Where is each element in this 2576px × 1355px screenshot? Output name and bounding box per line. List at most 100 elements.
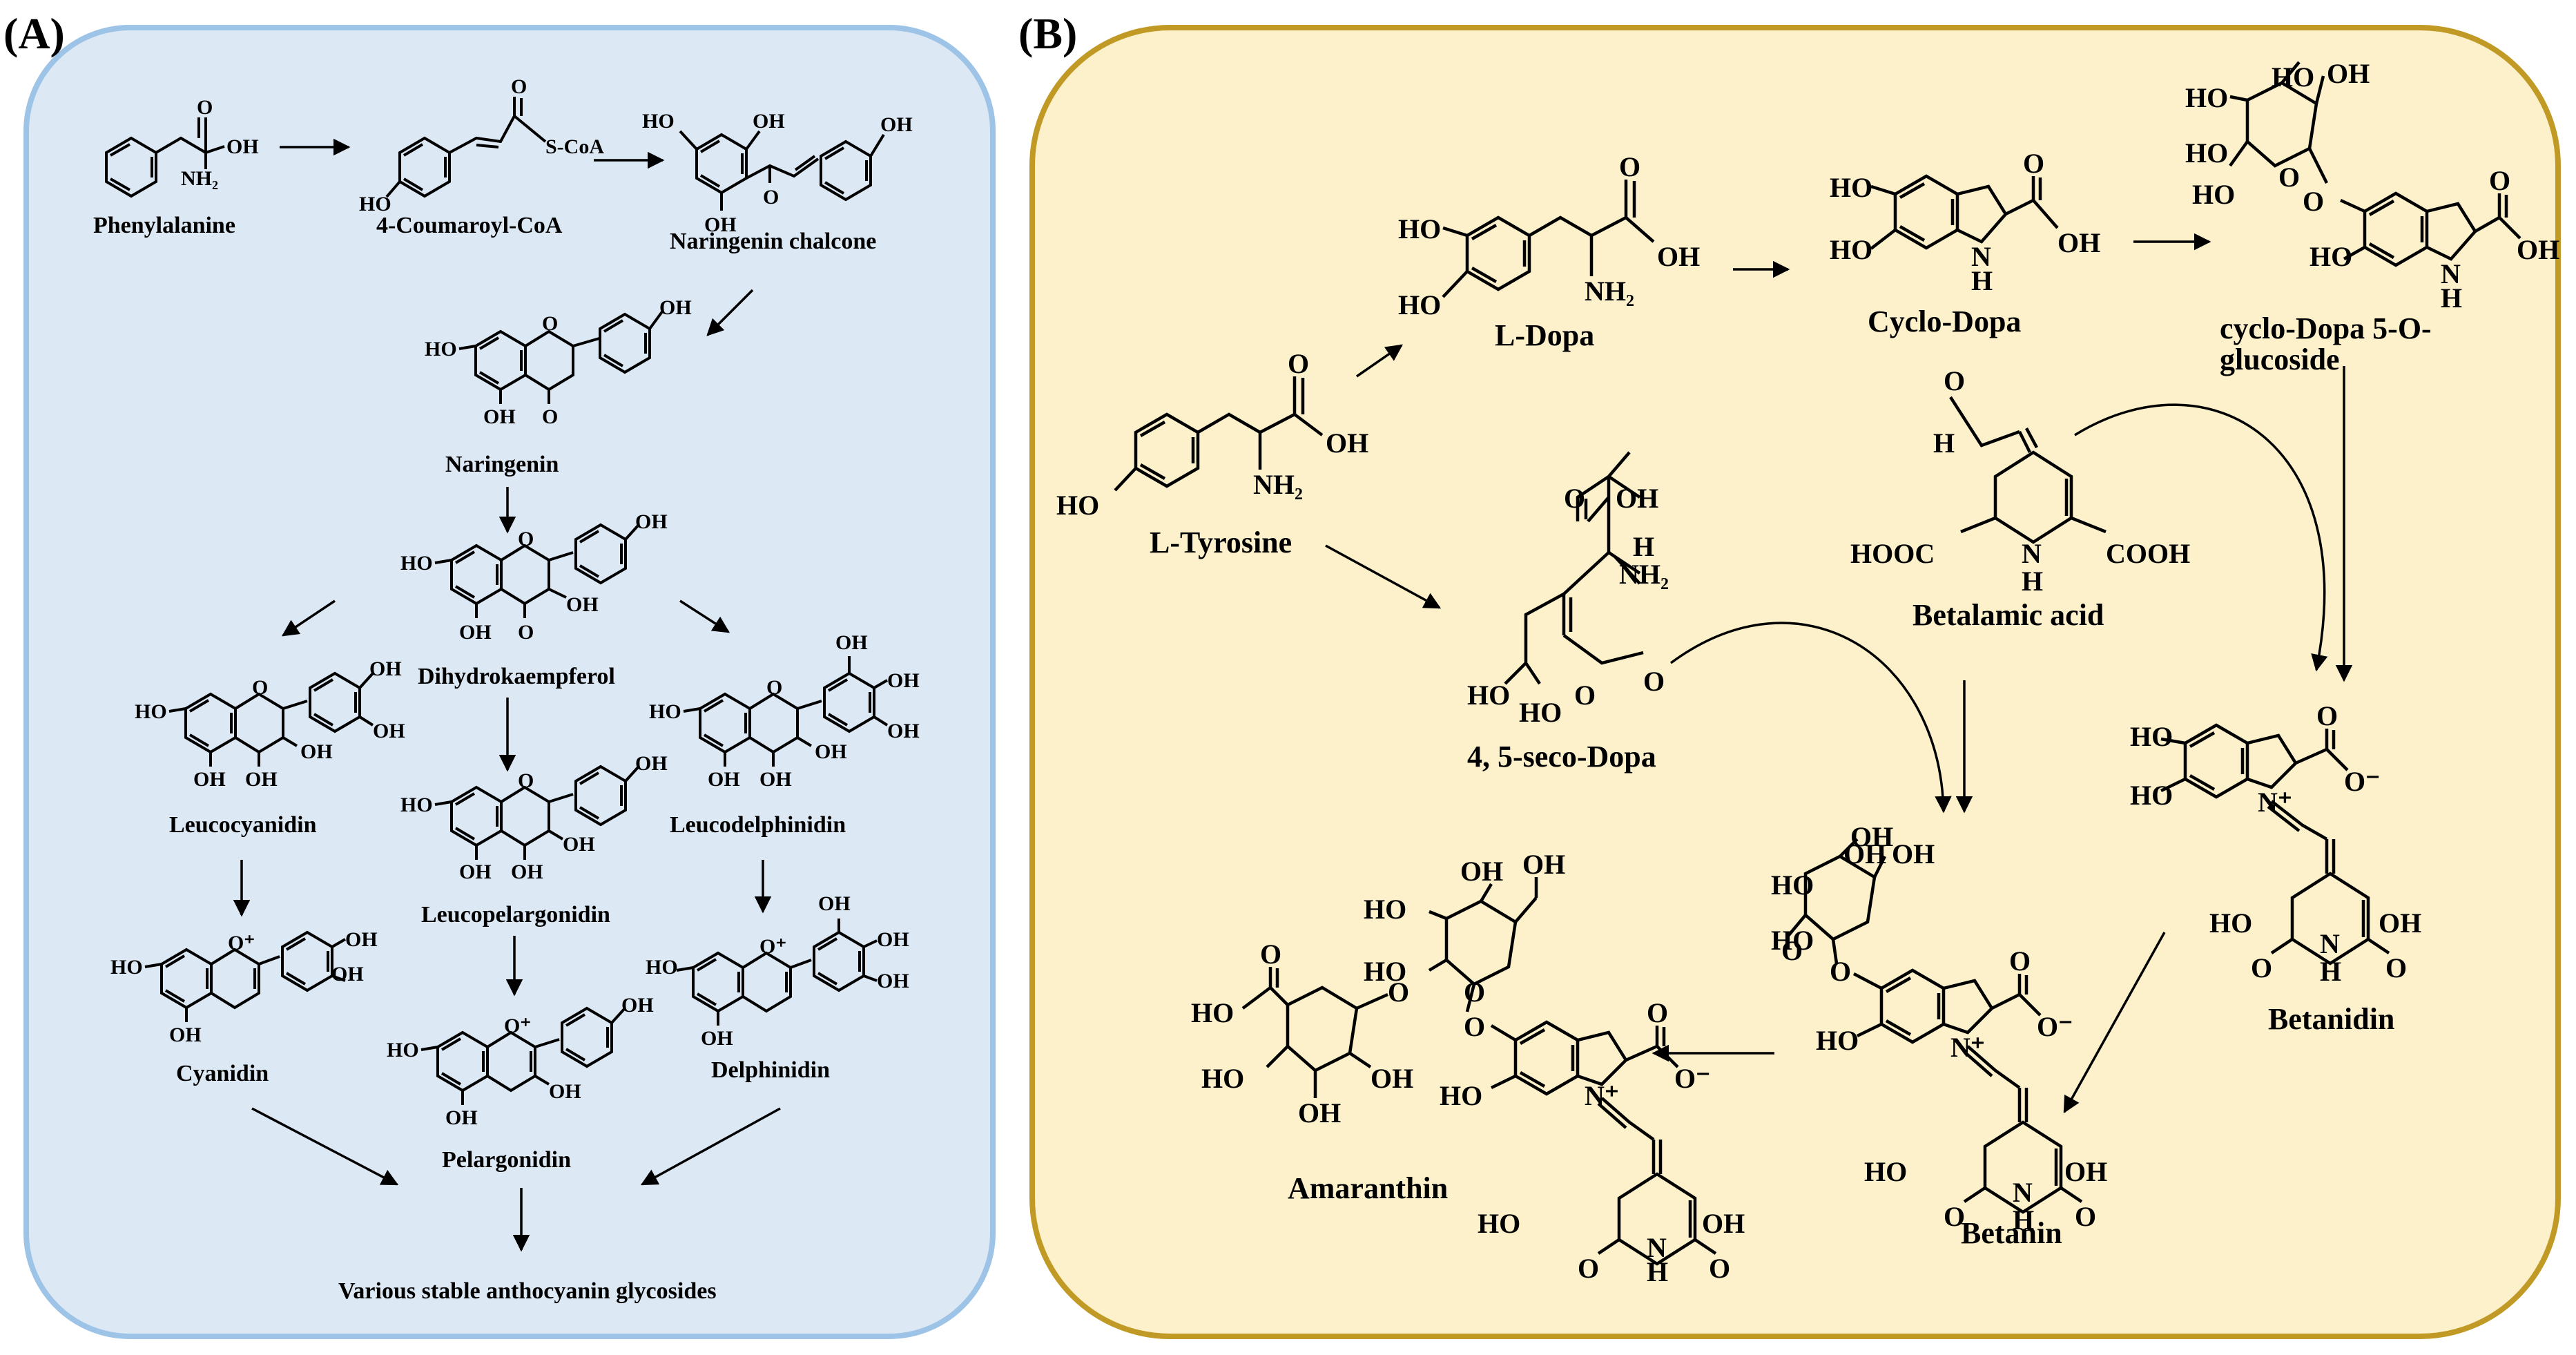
bond-line [155,117,207,155]
atom-label: OH [169,1024,202,1046]
atom-label: OH [704,213,737,236]
bond-line [1870,229,1897,250]
bond-line [1490,1024,1517,1041]
bond-line [1831,939,1839,964]
bond-line [420,1046,438,1051]
atom-label: O [1619,151,1640,182]
l-dopa-structure [1442,180,1655,298]
atom-label: OH [621,994,654,1017]
bond-line [683,707,701,713]
atom-label: N [2441,258,2461,289]
label-leucopelargonidin: Leucopelargonidin [421,902,610,928]
atom-label: OH [1522,849,1565,880]
label-anthocyanin-glycosides: Various stable anthocyanin glycosides [338,1278,717,1304]
bond-line [2229,95,2248,102]
leucocyanidin-structure [168,671,374,767]
label-delphinidin: Delphinidin [711,1057,830,1083]
bond-line [188,733,210,747]
bond-line [1872,855,1887,878]
bond-line [696,992,717,1006]
atom-label: O⁻ [2037,1011,2073,1042]
atom-label: OH [887,669,920,692]
atom-label: HO [1201,1063,1244,1094]
bond-line [458,345,476,350]
bond-line [1607,475,1641,499]
atom-label: HO [1440,1080,1482,1111]
bond-line [1356,992,1388,1010]
atom-label: O [1464,1011,1485,1042]
atom-label: O [1574,680,1596,711]
atom-label: H [2013,1204,2034,1236]
atom-label: COOH [2106,538,2190,569]
bond-line [440,1072,462,1086]
atom-label: H [1647,1256,1668,1287]
atom-label: O [1781,935,1803,966]
atom-label: H [2022,566,2043,597]
atom-label: HO [1864,1156,1907,1187]
panel-b-background [1029,25,2561,1339]
cyclo-dopa-structure [1870,174,2059,250]
atom-label: O [2075,1201,2096,1232]
atom-label: OH [245,768,278,791]
atom-label: OH [511,861,543,883]
label-betanidin: Betanidin [2268,1002,2394,1036]
atom-label: H [2320,956,2341,987]
atom-label: OH [877,928,909,951]
bond-line [1787,914,1807,937]
bond-line [703,733,724,747]
panel-b-label: (B) [1018,9,1077,58]
bond-line [1966,1045,2021,1089]
cyclo-dopa-glucoside-structure [2229,61,2521,267]
reaction-arrow [281,599,336,637]
atom-label: O [2023,148,2044,179]
bond-line [1899,182,1926,199]
atom-label: O [1260,939,1281,970]
atom-label: OH [226,135,259,158]
bond-line [285,972,307,986]
atom-label: HO [1816,1025,1859,1056]
atom-label: HO [2130,780,2173,811]
bond-line [454,585,476,599]
atom-label: O [763,186,779,209]
atom-label: O [252,676,268,699]
atom-label: OH [1702,1208,1745,1239]
atom-label: O [766,676,782,699]
bond-line [2071,516,2107,534]
bond-line [434,559,452,564]
bond-line [313,678,334,692]
atom-label: HO [1364,956,1406,987]
bond-line [817,937,838,951]
label-leucodelphinidin: Leucodelphinidin [670,812,846,838]
bond-line [1600,1097,1655,1141]
atom-label: N⁺ [1585,1080,1619,1111]
atom-label: OH [563,833,595,856]
dihydrokaempferol-structure [434,523,640,618]
leucodelphinidin-structure [683,656,889,767]
atom-label: O⁺ [504,1015,531,1037]
bond-line [110,143,130,157]
atom-label: O [1944,1201,1965,1232]
bond-line [1429,910,1447,921]
bond-line [1519,1028,1546,1045]
bond-line [2325,748,2349,771]
delphinidin-structure [676,919,878,1026]
atom-label: HO [2309,241,2352,272]
bond-line [817,972,838,986]
atom-label: OH [877,970,909,992]
atom-label: O [197,96,213,119]
atom-label: H [2441,282,2462,314]
atom-label: OH [1460,856,1503,887]
betalamic-acid-structure [1949,396,2107,544]
atom-label: O [1830,956,1851,987]
atom-label: HO [1191,997,1234,1028]
atom-label: O⁻ [2344,766,2380,797]
atom-label: OH [880,113,913,136]
atom-label: H [1933,427,1955,459]
atom-label: HO [1478,1208,1520,1239]
label-dihydrokaempferol: Dihydrokaempferol [418,664,615,689]
bond-line [1480,883,1493,903]
bond-line [478,371,500,385]
atom-label: N [2022,538,2042,569]
label-l-tyrosine: L-Tyrosine [1150,526,1292,559]
atom-label: OH [2517,234,2559,265]
